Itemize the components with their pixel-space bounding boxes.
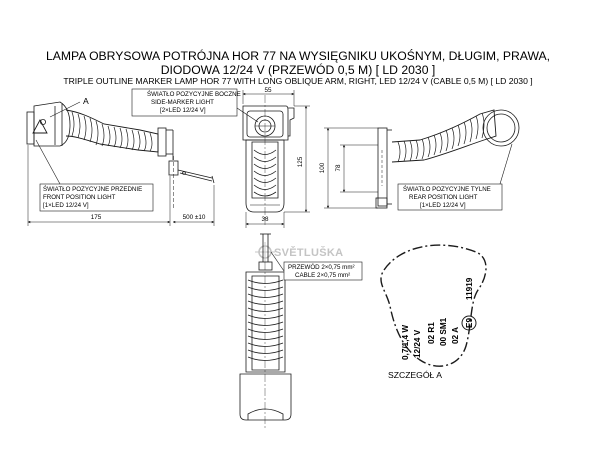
bottom-view xyxy=(239,233,292,430)
dimension-100 xyxy=(324,127,378,209)
dimension-55 xyxy=(242,90,295,106)
mark-power: 0,7/1,4 W xyxy=(401,325,410,360)
mark-e9: E9 xyxy=(465,318,474,328)
svg-text:FRONT POSITION LIGHT: FRONT POSITION LIGHT xyxy=(43,194,116,201)
rear-view xyxy=(375,109,520,209)
dimension-78-label: 78 xyxy=(335,164,342,172)
svg-text:[1×LED 12/24 V]: [1×LED 12/24 V] xyxy=(43,202,89,209)
dimension-78 xyxy=(340,144,378,193)
dimension-175 xyxy=(27,145,171,226)
front-position-callout: ŚWIATŁO POZYCYJNE PRZEDNIE FRONT POSITIO… xyxy=(35,139,154,212)
cable-callout: PRZEWÓD 2×0,75 mm² CABLE 2×0,75 mm² xyxy=(270,251,363,281)
detail-a: 11919 E9 02 A 00 SM1 02 R1 12/24 V 0,7/1… xyxy=(380,244,487,367)
dimension-125 xyxy=(284,105,310,213)
dimension-175-label: 175 xyxy=(91,214,102,221)
title-line-2: DIODOWA 12/24 V (PRZEWÓD 0,5 M) [ LD 203… xyxy=(161,62,436,77)
svg-text:ŚWIATŁO POZYCYJNE TYLNE: ŚWIATŁO POZYCYJNE TYLNE xyxy=(403,185,491,193)
svg-text:SIDE-MARKER LIGHT: SIDE-MARKER LIGHT xyxy=(151,99,214,106)
svg-text:CABLE 2×0,75 mm²: CABLE 2×0,75 mm² xyxy=(295,272,350,279)
front-view xyxy=(26,101,215,210)
dimension-cable xyxy=(172,185,215,226)
dimension-55-label: 55 xyxy=(264,87,272,94)
side-view xyxy=(242,95,295,225)
detail-ref-label: A xyxy=(83,96,89,106)
mark-voltage: 12/24 V xyxy=(413,329,422,358)
svg-text:[2×LED 12/24 V]: [2×LED 12/24 V] xyxy=(160,107,206,114)
dimension-100-label: 100 xyxy=(319,162,326,173)
svg-text:ŚWIATŁO POZYCYJNE BOCZNE: ŚWIATŁO POZYCYJNE BOCZNE xyxy=(147,90,241,98)
side-marker-callout: ŚWIATŁO POZYCYJNE BOCZNE SIDE-MARKER LIG… xyxy=(131,88,259,123)
title-line-1: LAMPA OBRYSOWA POTRÓJNA HOR 77 NA WYSIĘG… xyxy=(46,48,550,63)
svg-text:REAR POSITION LIGHT: REAR POSITION LIGHT xyxy=(409,194,478,201)
mark-approval-number: 11919 xyxy=(465,277,474,300)
mark-02r1: 02 R1 xyxy=(427,322,436,344)
svg-text:ŚWIATŁO POZYCYJNE PRZEDNIE: ŚWIATŁO POZYCYJNE PRZEDNIE xyxy=(43,185,142,193)
dimension-38-label: 38 xyxy=(261,216,269,223)
svg-text:PRZEWÓD 2×0,75 mm²: PRZEWÓD 2×0,75 mm² xyxy=(288,264,355,271)
svetluska-logo: SVĚTLUŠKA xyxy=(255,242,343,262)
detail-ref-leader xyxy=(49,101,81,118)
dimension-125-label: 125 xyxy=(297,156,304,167)
svg-text:SVĚTLUŠKA: SVĚTLUŠKA xyxy=(274,246,343,259)
title-line-english: TRIPLE OUTLINE MARKER LAMP HOR 77 WITH L… xyxy=(63,76,532,86)
rear-position-callout: ŚWIATŁO POZYCYJNE TYLNE REAR POSITION LI… xyxy=(397,143,513,211)
svg-text:[1×LED 12/24 V]: [1×LED 12/24 V] xyxy=(420,202,466,209)
mark-02a: 02 A xyxy=(451,327,460,344)
dimension-38 xyxy=(245,212,285,228)
detail-a-label: SZCZEGÓŁ A xyxy=(388,370,442,380)
mark-00sm1: 00 SM1 xyxy=(439,317,448,346)
dimension-cable-label: 500 ±10 xyxy=(183,214,206,221)
